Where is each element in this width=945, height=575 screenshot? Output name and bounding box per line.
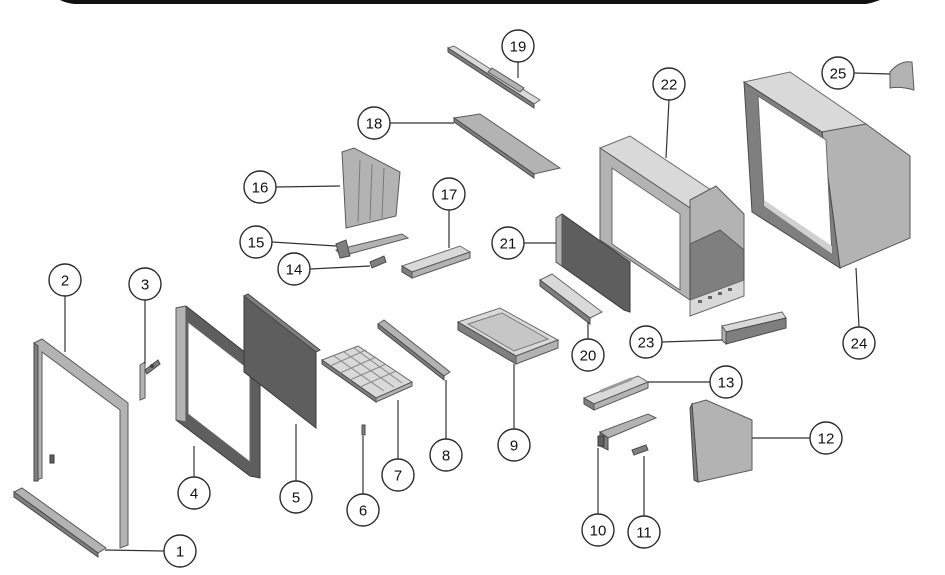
part-25-flue-collar [889, 61, 915, 91]
callout-25: 25 [821, 56, 855, 90]
callout-10-label: 10 [590, 523, 607, 540]
callout-7-label: 7 [394, 468, 402, 485]
callout-11: 11 [627, 515, 661, 549]
callout-19: 19 [501, 29, 535, 63]
part-4-door-frame [175, 305, 261, 479]
callout-25-label: 25 [830, 66, 847, 83]
part-9-ash-tray [456, 307, 560, 365]
part-21-side-panel [555, 213, 631, 313]
callout-21-label: 21 [500, 236, 517, 253]
callout-18-label: 18 [366, 116, 383, 133]
part-11-clip [631, 444, 649, 456]
callout-10: 10 [581, 513, 615, 547]
callout-11-label: 11 [636, 525, 652, 542]
part-13-log-retainer [582, 375, 650, 411]
part-18-baffle-plate [452, 113, 562, 179]
callout-17: 17 [432, 177, 466, 211]
callout-2: 2 [48, 263, 82, 297]
callout-15-label: 15 [248, 235, 265, 252]
callout-13-label: 13 [718, 375, 735, 392]
part-10-bracket [597, 413, 658, 451]
callout-1-label: 1 [176, 544, 184, 561]
part-2-front-frame [33, 338, 129, 549]
callout-17-label: 17 [441, 187, 458, 204]
callout-3-label: 3 [141, 277, 149, 294]
callout-5-label: 5 [292, 490, 300, 507]
part-8-rail [377, 319, 451, 382]
top-frame-bar [60, 0, 880, 4]
part-6-pin [361, 424, 366, 436]
callout-24: 24 [842, 326, 876, 360]
part-1-bottom-trim [13, 487, 107, 558]
callout-23: 23 [629, 325, 663, 359]
callout-14: 14 [277, 252, 311, 286]
callout-24-label: 24 [851, 336, 868, 353]
callout-6-label: 6 [359, 503, 367, 520]
leader-lines [64, 61, 891, 552]
part-12-side-brick [689, 399, 753, 483]
callout-8-label: 8 [442, 448, 450, 465]
part-24-outer-casing [742, 71, 911, 269]
callout-22: 22 [652, 67, 686, 101]
part-17-log-retainer [400, 245, 472, 279]
callout-23-label: 23 [638, 335, 655, 352]
callout-18: 18 [357, 106, 391, 140]
callout-5: 5 [279, 480, 313, 514]
callout-2-label: 2 [61, 273, 69, 290]
callout-1: 1 [163, 534, 197, 568]
callout-16: 16 [243, 170, 277, 204]
callout-6: 6 [346, 493, 380, 527]
part-3-bracket [139, 359, 161, 401]
callout-19-label: 19 [510, 39, 527, 56]
callout-8: 8 [429, 438, 463, 472]
part-14-clip [369, 255, 387, 269]
part-16-back-brick [341, 147, 401, 229]
callout-20: 20 [571, 338, 605, 372]
part-19-top-rail [446, 45, 541, 109]
callout-3: 3 [128, 267, 162, 301]
part-22-firebox [598, 135, 745, 317]
callout-13: 13 [709, 365, 743, 399]
callout-15: 15 [239, 225, 273, 259]
callout-14-label: 14 [286, 262, 303, 279]
callout-4: 4 [177, 476, 211, 510]
part-5-glass-panel [243, 293, 321, 430]
callout-20-label: 20 [580, 348, 597, 365]
callout-12-label: 12 [818, 431, 835, 448]
callout-22-label: 22 [661, 77, 678, 94]
callout-4-label: 4 [190, 486, 198, 503]
callout-16-label: 16 [252, 180, 269, 197]
part-23-deflector [721, 311, 787, 346]
part-20-log-retainer [539, 273, 603, 326]
callout-9-label: 9 [510, 438, 518, 455]
callout-9: 9 [497, 428, 531, 462]
part-15-bracket [335, 233, 410, 259]
callout-12: 12 [809, 421, 843, 455]
part-7-grate [320, 345, 414, 403]
callout-7: 7 [381, 458, 415, 492]
callout-21: 21 [491, 226, 525, 260]
